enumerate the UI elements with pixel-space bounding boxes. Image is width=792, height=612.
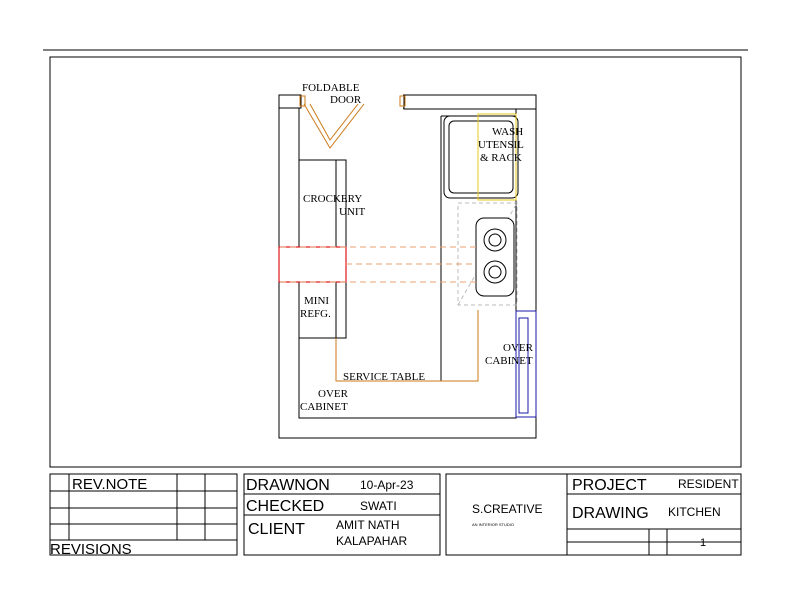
label-cabinet-right: CABINET (485, 355, 533, 367)
client-value-2: KALAPAHAR (336, 534, 407, 548)
burner-1-inner (488, 233, 502, 247)
door-opening (301, 94, 403, 110)
sheet-number: 1 (700, 537, 706, 549)
label-over-left: OVER (318, 388, 349, 400)
label-cabinet-left: CABINET (300, 401, 348, 413)
client-label: CLIENT (248, 521, 305, 538)
over-cabinet-right (515, 310, 537, 418)
utensil-rack (477, 113, 517, 201)
burner-2-icon (483, 260, 507, 284)
drawn-on-value: 10-Apr-23 (360, 478, 414, 492)
label-door: DOOR (330, 94, 362, 106)
foldable-door-outer (303, 103, 365, 149)
sink-outer (443, 115, 519, 199)
cooktop (475, 217, 515, 297)
service-table-line (335, 310, 479, 382)
project-label: PROJECT (572, 477, 647, 494)
company-tagline: AN INTERIOR STUDIO (472, 522, 514, 527)
label-crockery: CROCKERY (303, 193, 362, 205)
label-mini: MINI (304, 295, 329, 307)
door-jamb-right (399, 95, 406, 107)
company-name: S.CREATIVE (472, 502, 542, 516)
label-unit: UNIT (339, 206, 366, 218)
label-refg: REFG. (300, 308, 331, 320)
label-service-table: SERVICE TABLE (343, 371, 425, 383)
revisions-block: REV.NOTE REVISIONS (49, 473, 238, 558)
hob-area (457, 202, 518, 306)
label-utensil: UTENSIL (478, 139, 524, 151)
burner-1-icon (483, 228, 507, 252)
rev-note-header: REV.NOTE (72, 476, 147, 493)
wall-stub-right (403, 94, 537, 110)
door-jamb-left (299, 95, 306, 107)
counter-outline (335, 116, 442, 382)
sink-inner (448, 120, 514, 194)
drawn-block: DRAWNON 10-Apr-23 CHECKED SWATI CLIENT A… (243, 473, 441, 556)
label-foldable: FOLDABLE (302, 82, 360, 94)
project-block: S.CREATIVE AN INTERIOR STUDIO PROJECT RE… (445, 473, 742, 556)
checked-label: CHECKED (246, 498, 324, 515)
window-opening (278, 246, 347, 283)
drawing-value: KITCHEN (668, 505, 721, 519)
project-value: RESIDENT (678, 477, 739, 491)
wall-stub-left (278, 94, 302, 109)
kitchen-plan: FOLDABLE DOOR WASH UTENSIL & RACK CROCKE… (278, 82, 537, 439)
label-rack: & RACK (480, 152, 522, 164)
label-wash: WASH (492, 126, 523, 138)
burner-2-inner (488, 265, 502, 279)
checked-value: SWATI (360, 499, 397, 513)
over-cabinet-right-inner (518, 317, 529, 414)
foldable-door-inner (309, 103, 359, 141)
revisions-label: REVISIONS (50, 541, 132, 558)
drawn-on-label: DRAWNON (246, 477, 330, 494)
label-over-right: OVER (503, 342, 534, 354)
drawing-label: DRAWING (572, 505, 649, 522)
client-value-1: AMIT NATH (336, 518, 400, 532)
drawing-frame (49, 56, 742, 468)
